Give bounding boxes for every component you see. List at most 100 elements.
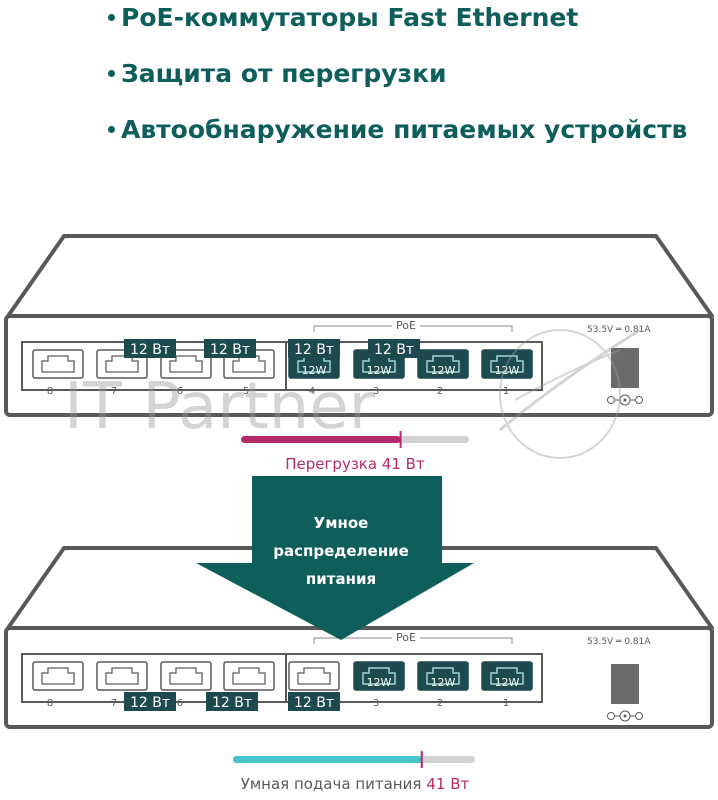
port-number: 3 [373, 386, 379, 397]
port-number: 4 [309, 386, 315, 397]
rj45-socket-icon [169, 355, 203, 373]
port-power-label: 12W [302, 364, 327, 377]
smart-power-caption-main: Умная подача питания [241, 775, 422, 793]
port-number: 7 [111, 386, 117, 397]
arrow-text-line: Умное [314, 514, 369, 532]
polarity-icon [607, 394, 643, 406]
power-tag-label: 12 Вт [294, 342, 334, 358]
port-number: 2 [437, 386, 443, 397]
power-tag: 12 Вт [368, 339, 420, 358]
port-frame [160, 661, 212, 691]
power-rating-label: 53.5V ═ 0.81A [587, 637, 651, 647]
arrow-text-line: питания [306, 570, 376, 588]
poe-label-bg [392, 630, 420, 644]
power-tag-label: 12 Вт [212, 695, 252, 711]
bullet-dot-icon [108, 125, 115, 133]
ethernet-port-2: 12W 2 [417, 661, 469, 709]
bullet-dot-icon [108, 13, 115, 21]
port-block-bottom [21, 653, 543, 703]
port-number: 6 [177, 386, 183, 397]
port-power-label: 12W [495, 364, 520, 377]
rj45-socket-icon [41, 355, 75, 373]
rj45-socket-icon [169, 667, 203, 685]
it-partner-watermark: IT Partner [64, 328, 641, 459]
feature-item: PoE-коммутаторы Fast Ethernet [108, 3, 687, 59]
port-power-label: 12W [367, 676, 392, 689]
power-tag-bg [124, 692, 176, 711]
power-tag: 12 Вт [288, 692, 340, 711]
power-tag-label: 12 Вт [374, 342, 414, 358]
power-tag: 12 Вт [206, 692, 258, 711]
port-number: 2 [437, 698, 443, 709]
port-number: 1 [503, 386, 509, 397]
watermark-text: IT Partner [64, 370, 376, 444]
power-tag-bg [124, 339, 176, 358]
rj45-socket-icon [297, 667, 331, 685]
feature-text: PoE-коммутаторы Fast Ethernet [121, 3, 579, 32]
power-tag-bg [206, 692, 258, 711]
power-tag-label: 12 Вт [130, 342, 170, 358]
port-power-label: 12W [431, 676, 456, 689]
smart-power-bar [233, 751, 475, 768]
rj45-socket-icon [232, 667, 266, 685]
port-frame [32, 349, 84, 379]
port-number: 5 [243, 386, 249, 397]
rj45-socket-icon [105, 667, 139, 685]
port-frame [417, 661, 469, 691]
port-frame [96, 661, 148, 691]
port-frame [32, 661, 84, 691]
power-tags-top: 12 Вт 12 Вт 12 Вт 12 Вт [124, 339, 420, 358]
port-power-label: 12W [495, 676, 520, 689]
port-frame [481, 349, 533, 379]
power-tag-bg [288, 339, 340, 358]
rj45-socket-icon [490, 355, 524, 373]
power-tag-bg [288, 692, 340, 711]
rj45-socket-icon [426, 667, 460, 685]
power-tag-label: 12 Вт [130, 695, 170, 711]
power-tag-bg [204, 339, 256, 358]
rj45-socket-icon [426, 355, 460, 373]
watermark-swoosh-icon [499, 328, 641, 432]
port-power-label: 12W [367, 364, 392, 377]
watermark-swoosh-icon [514, 349, 621, 401]
port-frame [481, 661, 533, 691]
polarity-icon [607, 710, 643, 722]
smart-distribution-arrow: Умное распределение питания [196, 476, 474, 640]
power-tag: 12 Вт [204, 339, 256, 358]
rj45-socket-icon [232, 355, 266, 373]
ethernet-port-1: 12W 1 [481, 661, 533, 709]
power-tag: 12 Вт [124, 692, 176, 711]
bullet-dot-icon [108, 69, 115, 77]
power-port-icon [611, 348, 639, 388]
power-port-icon [611, 664, 639, 704]
smart-power-caption-value: 41 Вт [426, 775, 469, 793]
port-frame [417, 349, 469, 379]
feature-item: Автообнаружение питаемых устройств [108, 115, 687, 171]
overload-bar [241, 431, 469, 448]
overload-caption: Перегрузка 41 Вт [285, 455, 425, 473]
smart-bar-fill [233, 756, 422, 763]
power-tag-label: 12 Вт [210, 342, 250, 358]
port-number: 1 [503, 698, 509, 709]
overload-bar-fill [241, 436, 401, 443]
rj45-socket-icon [490, 667, 524, 685]
port-frame [288, 661, 340, 691]
feature-text: Автообнаружение питаемых устройств [121, 115, 688, 144]
port-number: 7 [111, 698, 117, 709]
feature-item: Защита от перегрузки [108, 59, 687, 115]
arrow-text-line: распределение [273, 542, 409, 560]
watermark-logo-icon [499, 329, 621, 459]
poe-label: PoE [396, 631, 416, 644]
ports-bottom: 8765412W312W212W1 [32, 661, 533, 709]
ethernet-port-8: 8 [32, 349, 84, 397]
port-frame [223, 661, 275, 691]
port-block-top [21, 341, 543, 391]
port-number: 6 [177, 698, 183, 709]
port-frame [353, 661, 405, 691]
port-number: 8 [47, 386, 53, 397]
switch-top-lid [6, 234, 714, 318]
ethernet-port-4: 4 [288, 661, 340, 709]
